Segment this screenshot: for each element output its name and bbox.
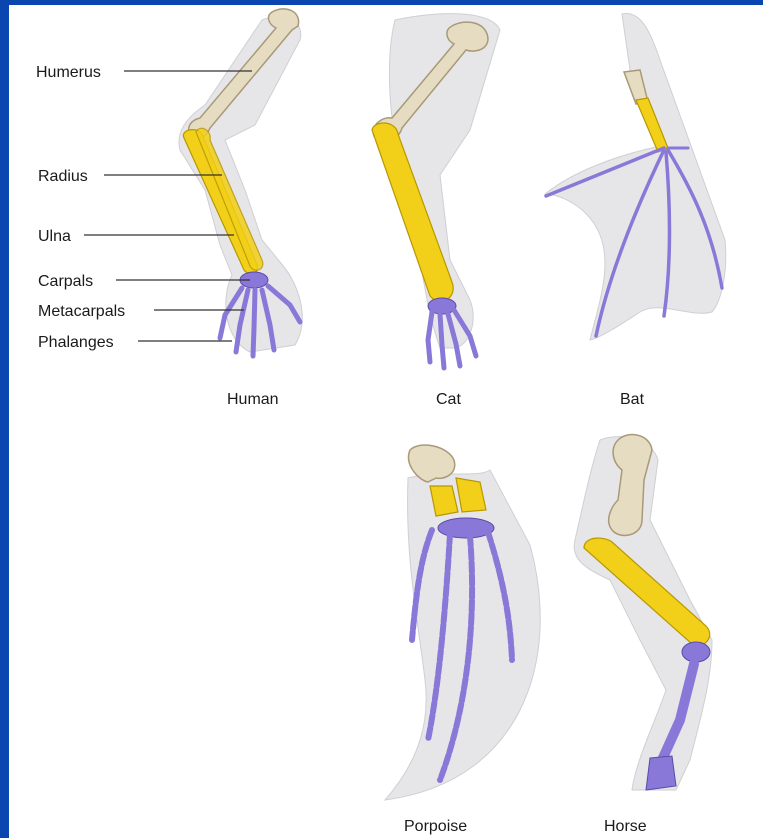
caption-human: Human: [227, 391, 279, 408]
cat-limb: [372, 14, 500, 368]
label-phalanges: Phalanges: [38, 334, 114, 351]
label-humerus: Humerus: [36, 64, 101, 81]
porpoise-flipper: [385, 445, 540, 800]
label-carpals: Carpals: [38, 273, 93, 290]
label-radius: Radius: [38, 168, 88, 185]
bat-wing: [545, 13, 726, 340]
human-limb: [179, 9, 302, 356]
label-metacarpals: Metacarpals: [38, 303, 125, 320]
label-ulna: Ulna: [38, 228, 71, 245]
caption-porpoise: Porpoise: [404, 818, 467, 835]
caption-cat: Cat: [436, 391, 461, 408]
bat-wing-membrane: [545, 13, 726, 340]
caption-bat: Bat: [620, 391, 645, 408]
caption-horse: Horse: [604, 818, 647, 835]
horse-leg: [574, 435, 712, 790]
